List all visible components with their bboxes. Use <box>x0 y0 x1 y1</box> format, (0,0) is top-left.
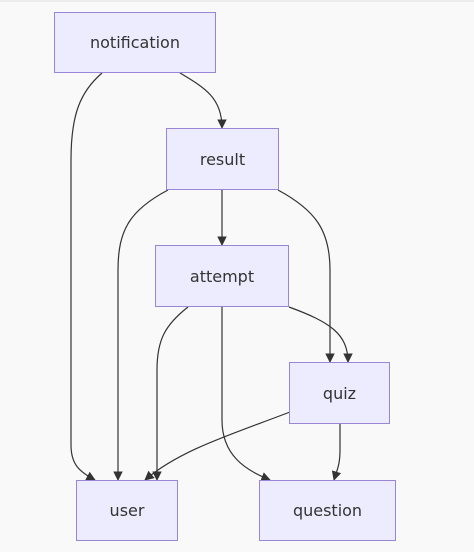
node-quiz: quiz <box>289 362 390 424</box>
top-border <box>0 0 474 2</box>
edge-attempt-quiz <box>288 306 353 363</box>
node-result: result <box>166 128 279 190</box>
edge-result-user <box>113 189 169 481</box>
edge-notification-user <box>70 72 103 481</box>
node-question: question <box>259 480 396 541</box>
node-user: user <box>76 480 178 541</box>
edge-attempt-user <box>152 306 189 481</box>
edge-notification-result <box>179 72 227 129</box>
node-notification: notification <box>54 12 216 73</box>
edge-attempt-question <box>221 307 271 482</box>
edge-quiz-user <box>144 411 291 481</box>
edge-quiz-question <box>331 424 342 481</box>
node-attempt: attempt <box>155 245 289 307</box>
edge-result-quiz <box>277 189 335 363</box>
